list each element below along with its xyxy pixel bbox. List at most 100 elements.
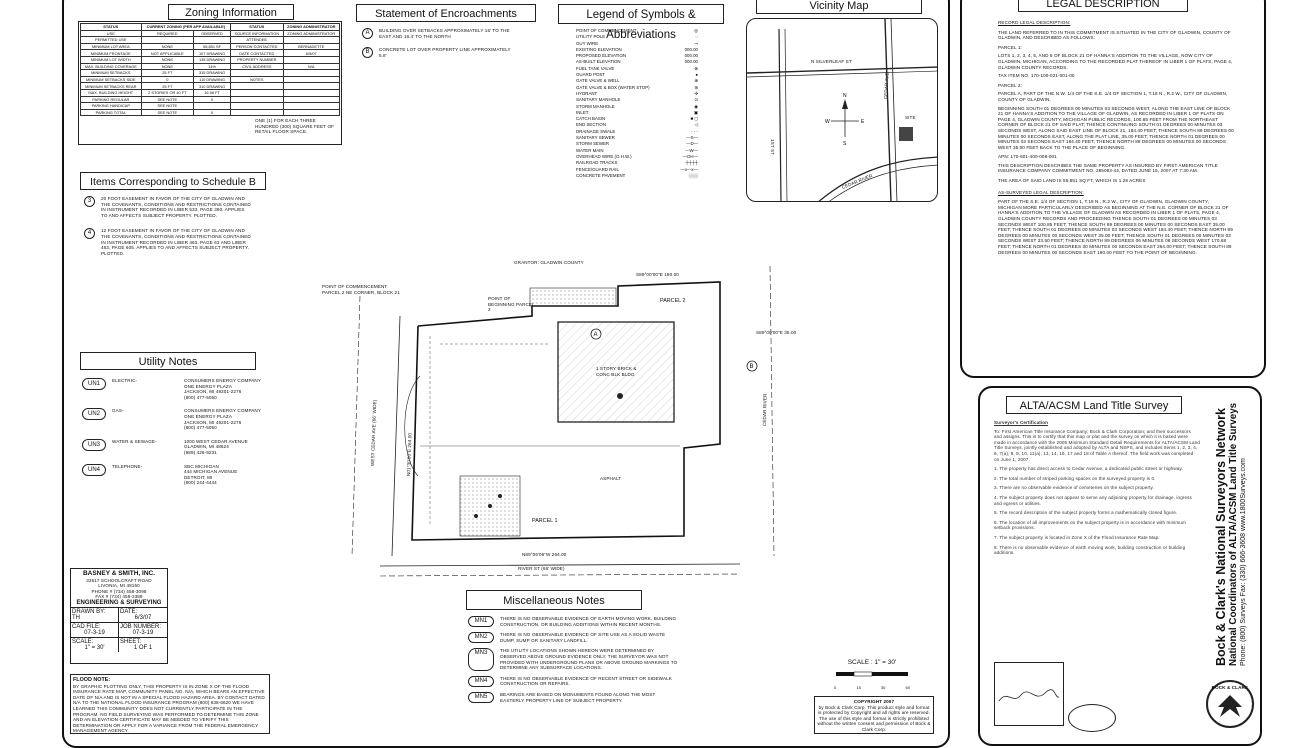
legend-symbol: 000.00 bbox=[684, 46, 698, 52]
utility-type: WATER & SEWAGE- bbox=[112, 438, 157, 444]
zoning-cell: SEE NOTE bbox=[140, 108, 195, 117]
job-cell: JOB NUMBER:07-3-19 bbox=[119, 623, 167, 638]
zoning-cell: MINIMUM SETBACKS SIDE bbox=[80, 75, 142, 84]
encroachment-text: BUILDING OVER SETBACKS APPROXIMATELY 15'… bbox=[379, 28, 510, 39]
zoning-cell bbox=[140, 36, 195, 44]
zoning-cell: MINIMUM LOT AREA bbox=[80, 42, 142, 51]
alta-note: 7. The subject property is located in Zo… bbox=[994, 534, 1160, 540]
legend-symbol: —S— bbox=[686, 135, 698, 141]
misc-id: MN3 bbox=[468, 648, 494, 671]
utility-address-line: CONSUMERS ENERGY COMPANY bbox=[184, 378, 262, 383]
legend-item: SANITARY MANHOLE⊙ bbox=[576, 97, 698, 103]
plat-poc: POINT OF COMMENCEMENT PARCEL 2 NE CORNER… bbox=[322, 284, 400, 295]
seal-eagle-icon bbox=[1218, 694, 1242, 717]
legend-item: STORM SEWER—D— bbox=[576, 141, 698, 147]
legend-label: POINT OF COMMENCEMENT bbox=[576, 28, 637, 33]
zoning-cell: 2 STORIES OR 40 FT bbox=[140, 88, 195, 97]
alta-brand-3: Phone: (800) Surveys Fax: (330) 666-3608… bbox=[1240, 458, 1247, 666]
drawn-by-cell: DRAWN BY:TH bbox=[71, 607, 119, 623]
legend-symbol: —OH— bbox=[682, 153, 698, 159]
legend-item: SANITARY SEWER—S— bbox=[576, 135, 698, 141]
legend-label: GATE VALVE & BOX (WATER STOP) bbox=[576, 84, 650, 90]
legend-symbol: ▣ bbox=[693, 109, 698, 115]
legend-item: RAILROAD TRACKS┼┼┼┼ bbox=[576, 160, 698, 166]
zoning-cell: MINIMUM FRONTAGE bbox=[80, 49, 142, 57]
zoning-header-cell: STATUS bbox=[80, 23, 142, 31]
alta-notes: 1. The property has direct access to Ced… bbox=[994, 466, 1200, 556]
legend-item: CONCRETE PAVEMENT░░░ bbox=[576, 173, 698, 179]
schedule-b-title: Items Corresponding to Schedule B bbox=[80, 172, 266, 190]
utility-id: UN1 bbox=[82, 378, 106, 390]
legend-label: FUEL TANK VALVE bbox=[576, 65, 615, 71]
utility-address-line: 1000 WEST CEDAR AVENUE bbox=[184, 438, 248, 444]
zoning-cell: 25 FT bbox=[140, 69, 195, 77]
encroachments-title: Statement of Encroachments bbox=[356, 4, 536, 22]
legend-label: GUY WIRE bbox=[576, 40, 599, 46]
zoning-cell: PROPERTY NUMBER bbox=[230, 55, 284, 64]
utility-address-line: ONE ENERGY PLAZA bbox=[184, 413, 232, 419]
plat-river-st: RIVER ST (66' WIDE) bbox=[518, 566, 565, 571]
zoning-cell: PERSON CONTACTED bbox=[230, 42, 284, 51]
legal-parcel1-head: PARCEL 1: bbox=[998, 44, 1022, 50]
cad-value: 07-3-19 bbox=[84, 629, 105, 636]
zoning-cell bbox=[282, 102, 340, 110]
zoning-cell: 135 DRAWING bbox=[193, 55, 232, 64]
alta-signature bbox=[994, 662, 1064, 726]
legend-item: CATCH BASIN■ ◻ bbox=[576, 116, 698, 122]
firm-service: ENGINEERING & SURVEYING bbox=[71, 600, 167, 608]
misc-text: THERE IS NO OBSERVABLE EVIDENCE OF SITE … bbox=[500, 632, 666, 643]
zoning-cell: ATTENDEE bbox=[230, 36, 284, 44]
zoning-cell: PERMITTED USE bbox=[80, 36, 142, 44]
bock-clark-seal: BOCK & CLARK bbox=[1206, 680, 1254, 728]
legend-item: HYDRANT✣ bbox=[576, 91, 698, 97]
plat-brg-right: S89°00'00"E 35.00 bbox=[756, 330, 797, 335]
legal-area: THE AREA OF SAID LAND IS 55,851 SQ FT, W… bbox=[998, 178, 1146, 184]
legend-symbol: —W— bbox=[685, 147, 698, 153]
zoning-cell: 107 DRAWING bbox=[193, 49, 232, 57]
zoning-cell: BERNADETTE bbox=[282, 42, 340, 51]
firm-phone: PHONE # (734) 458-3098 bbox=[91, 588, 147, 594]
zoning-cell: 310 DRAWING bbox=[193, 82, 232, 90]
zoning-cell bbox=[230, 108, 284, 117]
utility-address-line: JACKSON, MI 49201-2276 bbox=[184, 419, 242, 425]
legend-item: GATE VALVE & WELL⊕ bbox=[576, 78, 698, 84]
plat-parcel1: PARCEL 1 bbox=[532, 518, 558, 524]
cad-cell: CAD FILE:07-3-19 bbox=[71, 622, 119, 638]
zoning-cell: 55,851 SF bbox=[193, 42, 232, 51]
zoning-title: Zoning Information bbox=[168, 4, 294, 20]
utility-address-line: (800) 477-5050 bbox=[184, 425, 217, 431]
zoning-cell: NOTES bbox=[230, 75, 284, 84]
alta-note: 6. The location of all improvements on t… bbox=[994, 519, 1186, 531]
zoning-cell: 110 DRAWING bbox=[193, 75, 232, 84]
alta-note: 5. The record description of the subject… bbox=[994, 510, 1178, 516]
zoning-cell bbox=[282, 95, 340, 104]
legend-label: GUARD POST bbox=[576, 72, 606, 78]
utility-type: GAS- bbox=[112, 408, 124, 414]
legal-heading-record: RECORD LEGAL DESCRIPTION: bbox=[998, 20, 1071, 25]
legend-item: OVERHEAD WIRE (O.H.W.) —OH— bbox=[576, 154, 698, 160]
legend-label: OVERHEAD WIRE (O.H.W.) bbox=[576, 153, 632, 159]
zoning-cell: CIVIL ADDRESS bbox=[230, 62, 284, 71]
schedule-b-id: 3 bbox=[84, 196, 95, 207]
zoning-cell bbox=[282, 55, 340, 64]
zoning-cell: 16.56 FT bbox=[193, 88, 232, 97]
zoning-cell bbox=[230, 88, 284, 97]
zoning-cell: OBSERVED bbox=[193, 29, 232, 38]
zoning-cell: SEE NOTE bbox=[140, 95, 195, 104]
zoning-cell: MINIMUM SETBACKS REAR bbox=[80, 82, 142, 90]
legend-label: HYDRANT bbox=[576, 90, 598, 96]
legend-symbol: ┼┼┼┼ bbox=[685, 160, 698, 166]
